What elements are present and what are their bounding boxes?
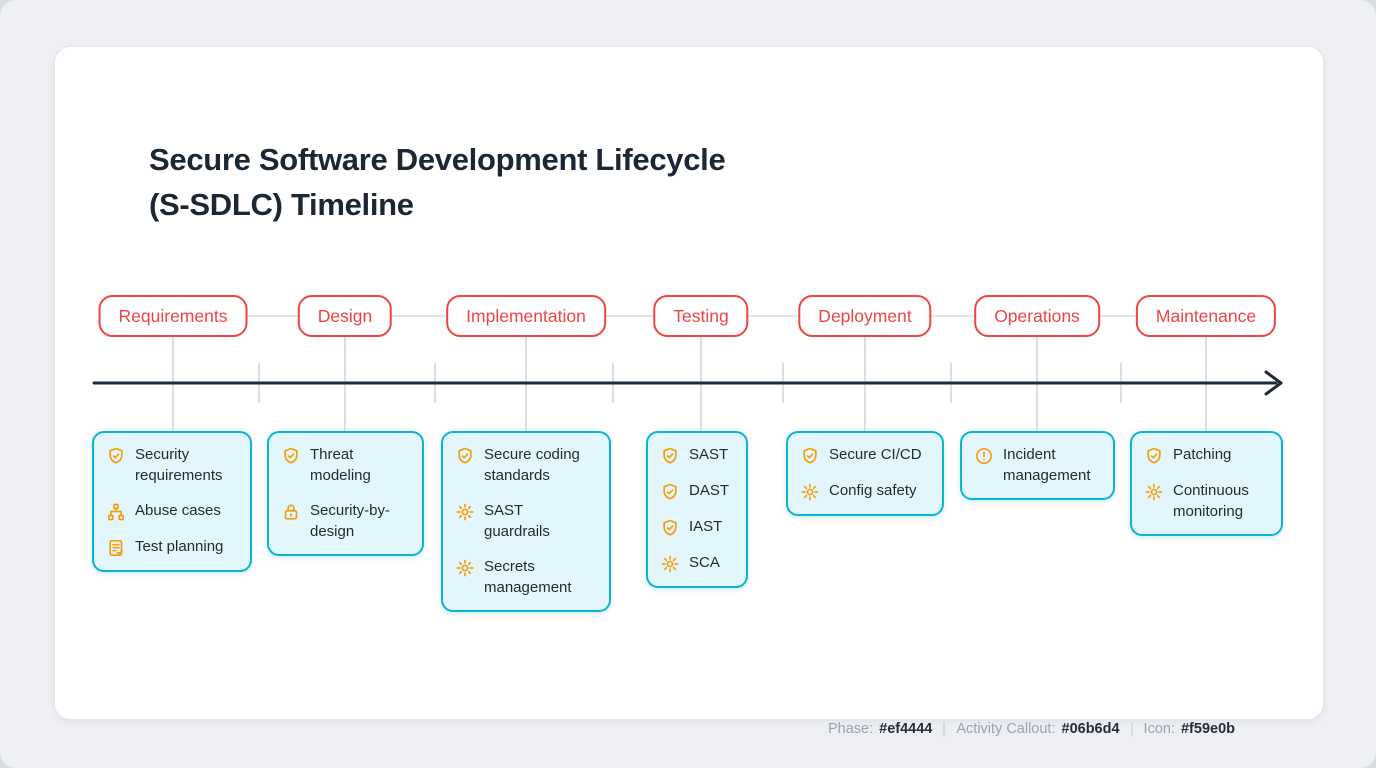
- activity-label: Continuous monitoring: [1173, 482, 1249, 520]
- activity-item: Secure CI/CD: [800, 445, 930, 466]
- activity-label: Security requirements: [135, 446, 223, 484]
- shield-check-icon: [106, 446, 126, 466]
- timeline-arrow: [92, 370, 1283, 396]
- activity-item: SCA: [660, 553, 734, 574]
- legend-divider: [1130, 721, 1133, 737]
- activity-item: Test planning: [106, 537, 238, 558]
- color-legend: Phase: #ef4444 Activity Callout: #06b6d4…: [828, 721, 1235, 737]
- gear-icon: [455, 558, 475, 578]
- activity-label: Config safety: [829, 482, 917, 499]
- gear-icon: [800, 482, 820, 502]
- activity-item: Config safety: [800, 481, 930, 502]
- activity-callout-requirements: Security requirements Abuse cases Test p…: [92, 431, 252, 572]
- phase-pill-operations: Operations: [974, 295, 1100, 337]
- shield-check-icon: [1144, 446, 1164, 466]
- legend-value: #06b6d4: [1061, 721, 1120, 737]
- activity-item: Security-by-design: [281, 501, 410, 542]
- activity-item: Patching: [1144, 445, 1269, 466]
- page-title-line2: (S-SDLC) Timeline: [149, 187, 414, 222]
- legend-item-icon: Icon: #f59e0b: [1144, 721, 1235, 737]
- activity-item: Security requirements: [106, 445, 238, 486]
- phase-pill-design: Design: [297, 295, 393, 337]
- shield-check-icon: [660, 482, 680, 502]
- gear-icon: [455, 502, 475, 522]
- activity-item: Abuse cases: [106, 501, 238, 522]
- shield-check-icon: [281, 446, 301, 466]
- legend-divider: [943, 721, 946, 737]
- alert-circle-icon: [974, 446, 994, 466]
- activity-label: IAST: [689, 518, 723, 535]
- activity-label: Test planning: [135, 538, 224, 555]
- activity-item: DAST: [660, 481, 734, 502]
- legend-label: Activity Callout:: [956, 721, 1056, 737]
- activity-label: DAST: [689, 482, 730, 499]
- activity-item: SAST: [660, 445, 734, 466]
- legend-item-phase: Phase: #ef4444: [828, 721, 932, 737]
- activity-label: SAST: [689, 446, 729, 463]
- activity-item: Secrets management: [455, 557, 597, 598]
- sitemap-icon: [106, 502, 126, 522]
- phase-pill-requirements: Requirements: [98, 295, 248, 337]
- activity-label: Secure CI/CD: [829, 446, 922, 463]
- page-title-line1: Secure Software Development Lifecycle: [149, 142, 726, 177]
- activity-label: Incident management: [1003, 446, 1091, 484]
- activity-label: Patching: [1173, 446, 1232, 463]
- activity-label: SAST guardrails: [484, 502, 550, 540]
- activity-callout-deployment: Secure CI/CD Config safety: [786, 431, 944, 516]
- phase-pill-maintenance: Maintenance: [1135, 295, 1277, 337]
- shield-check-icon: [660, 446, 680, 466]
- page-title: Secure Software Development Lifecycle (S…: [149, 137, 726, 227]
- clipboard-check-icon: [106, 538, 126, 558]
- phase-pill-testing: Testing: [653, 295, 749, 337]
- activity-callout-implementation: Secure coding standards SAST guardrails …: [441, 431, 611, 612]
- activity-item: IAST: [660, 517, 734, 538]
- gear-icon: [1144, 482, 1164, 502]
- activity-item: Secure coding standards: [455, 445, 597, 486]
- shield-check-icon: [455, 446, 475, 466]
- gear-icon: [660, 554, 680, 574]
- shield-check-icon: [660, 518, 680, 538]
- legend-value: #f59e0b: [1180, 721, 1235, 737]
- activity-callout-design: Threat modeling Security-by-design: [267, 431, 424, 556]
- activity-callout-testing: SAST DAST IAST SCA: [646, 431, 748, 588]
- activity-label: Abuse cases: [135, 502, 221, 519]
- activity-item: Incident management: [974, 445, 1101, 486]
- activity-label: Threat modeling: [310, 446, 371, 484]
- legend-value: #ef4444: [879, 721, 933, 737]
- activity-item: Continuous monitoring: [1144, 481, 1269, 522]
- activity-item: Threat modeling: [281, 445, 410, 486]
- phase-pill-implementation: Implementation: [446, 295, 606, 337]
- activity-callout-operations: Incident management: [960, 431, 1115, 500]
- lock-icon: [281, 502, 301, 522]
- shield-check-icon: [800, 446, 820, 466]
- activity-label: Secure coding standards: [484, 446, 580, 484]
- activity-label: Security-by-design: [310, 502, 391, 540]
- activity-callout-maintenance: Patching Continuous monitoring: [1130, 431, 1283, 536]
- phase-pill-deployment: Deployment: [798, 295, 932, 337]
- legend-item-activity-callout: Activity Callout: #06b6d4: [956, 721, 1119, 737]
- activity-label: Secrets management: [484, 558, 572, 596]
- legend-label: Phase:: [828, 721, 874, 737]
- activity-label: SCA: [689, 554, 720, 571]
- legend-label: Icon:: [1143, 721, 1175, 737]
- activity-item: SAST guardrails: [455, 501, 597, 542]
